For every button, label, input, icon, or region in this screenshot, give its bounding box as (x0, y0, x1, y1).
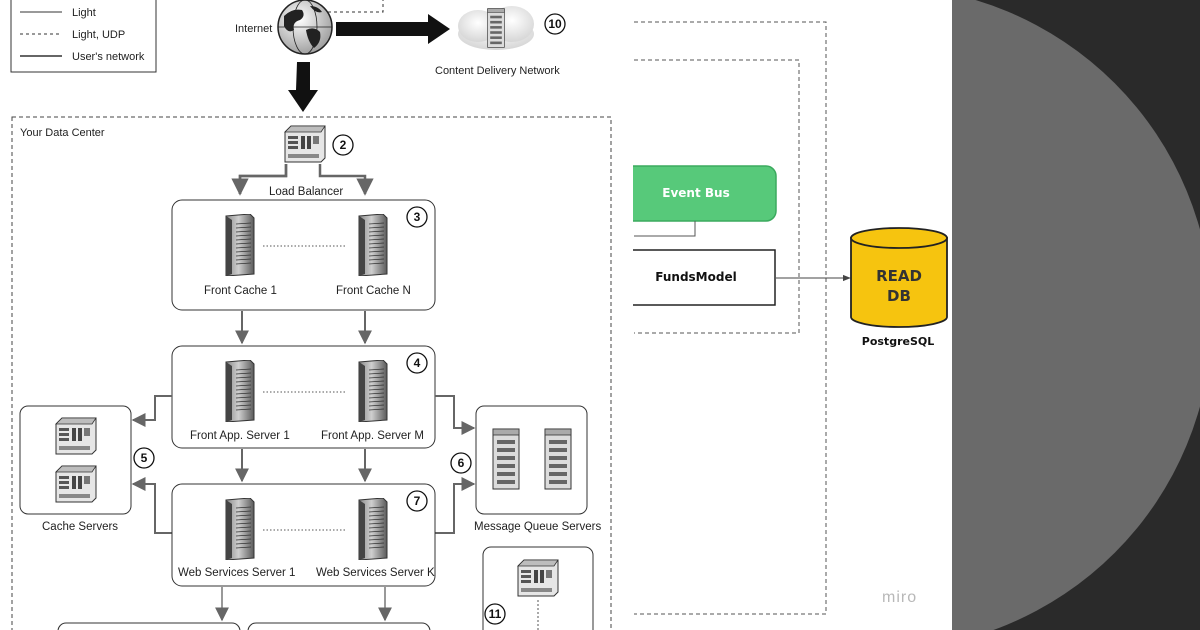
white-board (0, 0, 952, 630)
web-services-k-icon (358, 498, 388, 560)
funds-model-label: FundsModel (655, 270, 736, 284)
miro-watermark: miro (882, 589, 917, 606)
web-services-k-label: Web Services Server K (316, 567, 435, 579)
internet-label: Internet (235, 23, 272, 35)
cache-servers-label: Cache Servers (42, 521, 118, 533)
arrow-internet-to-datacenter (288, 62, 318, 112)
legend-light-udp: Light, UDP (72, 29, 125, 41)
web-services-1-icon (225, 498, 255, 560)
cache-servers-group (19, 405, 132, 515)
bottom-box-right (247, 622, 431, 630)
front-cache-n-icon (358, 214, 388, 276)
cdn-cloud-icon (458, 6, 534, 50)
node-11-server-icon (517, 559, 559, 597)
globe-icon (277, 0, 333, 55)
lb-label: Load Balancer (269, 186, 343, 198)
datacenter-label: Your Data Center (20, 127, 105, 139)
read-db-cylinder[interactable] (850, 227, 948, 328)
cdn-label: Content Delivery Network (435, 65, 560, 77)
legend-users-network: User's network (72, 51, 145, 63)
front-cache-1-label: Front Cache 1 (204, 285, 277, 297)
front-cache-number: 3 (414, 210, 421, 224)
front-cache-n-label: Front Cache N (336, 285, 411, 297)
read-db-line1: READ (876, 267, 922, 285)
legend: Light Light, UDP User's network (10, 0, 157, 73)
lb-number: 2 (340, 138, 347, 152)
cache-servers-number: 5 (141, 451, 148, 465)
web-services-number: 7 (414, 494, 421, 508)
web-to-queue-link (435, 477, 476, 534)
cdn-number-badge (544, 13, 566, 35)
arrow-internet-to-cdn (336, 14, 450, 44)
bottom-box-left (57, 622, 241, 630)
datacenter-frame (11, 116, 612, 630)
front-cache-1-icon (225, 214, 255, 276)
queue-server-1-icon (492, 428, 520, 490)
legend-light: Light (72, 7, 96, 19)
cache-server-1-icon (55, 417, 97, 455)
front-app-1-label: Front App. Server 1 (190, 430, 290, 442)
inner-dashed-frame (634, 59, 800, 334)
cdn-number: 10 (548, 17, 562, 31)
message-queue-label: Message Queue Servers (474, 521, 601, 533)
app-to-queue-link (435, 395, 476, 435)
event-bus-label: Event Bus (662, 186, 729, 200)
internet-to-cdn-link (328, 0, 384, 13)
front-app-m-icon (358, 360, 388, 422)
node-11-number: 11 (489, 607, 502, 621)
web-services-1-label: Web Services Server 1 (178, 567, 295, 579)
event-bus-connector (634, 221, 696, 237)
app-to-cache-link (131, 395, 172, 427)
queue-server-2-icon (544, 428, 572, 490)
cache-server-2-icon (55, 465, 97, 503)
front-app-number: 4 (414, 356, 421, 370)
read-db-caption: PostgreSQL (862, 335, 934, 348)
read-db-line2: DB (887, 287, 911, 305)
message-queue-number: 6 (458, 456, 465, 470)
load-balancer-icon (284, 125, 326, 163)
web-to-cache-link (131, 477, 172, 534)
front-app-m-label: Front App. Server M (321, 430, 424, 442)
front-app-1-icon (225, 360, 255, 422)
